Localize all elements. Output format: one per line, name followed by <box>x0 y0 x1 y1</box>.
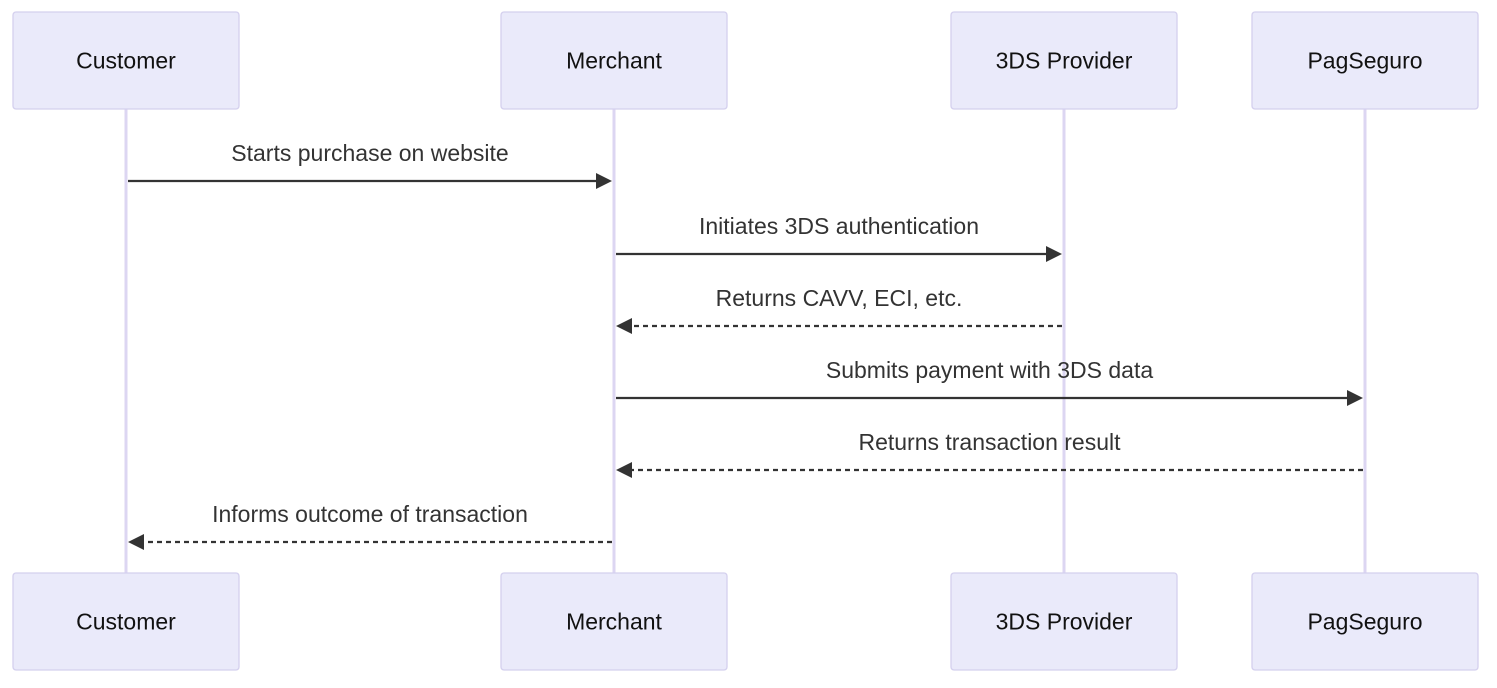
message-label: Informs outcome of transaction <box>212 501 528 527</box>
message-label: Starts purchase on website <box>231 140 508 166</box>
message-label: Initiates 3DS authentication <box>699 213 979 239</box>
message-label: Returns transaction result <box>858 429 1121 455</box>
actor-box <box>500 572 728 671</box>
actor-box <box>950 11 1178 110</box>
actor-box <box>12 11 240 110</box>
actor-box <box>1251 572 1479 671</box>
arrowhead-icon <box>616 462 632 478</box>
actor-label: Merchant <box>566 48 662 74</box>
arrowhead-icon <box>1046 246 1062 262</box>
message-1: Starts purchase on website <box>128 140 612 189</box>
actor-label: Customer <box>76 48 176 74</box>
message-label: Submits payment with 3DS data <box>826 357 1153 383</box>
actor-box <box>12 572 240 671</box>
actor-label: Merchant <box>566 609 662 635</box>
actor-top-pagseguro: PagSeguro <box>1251 11 1479 110</box>
message-3: Returns CAVV, ECI, etc. <box>616 285 1062 334</box>
actor-label: 3DS Provider <box>996 609 1133 635</box>
arrowhead-icon <box>596 173 612 189</box>
message-6: Informs outcome of transaction <box>128 501 612 550</box>
actor-bottom-merchant: Merchant <box>500 572 728 671</box>
actor-bottom-pagseguro: PagSeguro <box>1251 572 1479 671</box>
message-2: Initiates 3DS authentication <box>616 213 1062 262</box>
actor-box <box>1251 11 1479 110</box>
message-4: Submits payment with 3DS data <box>616 357 1363 406</box>
arrowhead-icon <box>128 534 144 550</box>
actor-label: PagSeguro <box>1307 48 1422 74</box>
message-label: Returns CAVV, ECI, etc. <box>716 285 963 311</box>
actor-top-merchant: Merchant <box>500 11 728 110</box>
arrowhead-icon <box>1347 390 1363 406</box>
actor-bottom-customer: Customer <box>12 572 240 671</box>
actor-label: PagSeguro <box>1307 609 1422 635</box>
actor-bottom-provider: 3DS Provider <box>950 572 1178 671</box>
actor-box <box>950 572 1178 671</box>
actor-top-provider: 3DS Provider <box>950 11 1178 110</box>
actor-label: Customer <box>76 609 176 635</box>
message-5: Returns transaction result <box>616 429 1363 478</box>
actor-box <box>500 11 728 110</box>
actor-label: 3DS Provider <box>996 48 1133 74</box>
actor-top-customer: Customer <box>12 11 240 110</box>
arrowhead-icon <box>616 318 632 334</box>
